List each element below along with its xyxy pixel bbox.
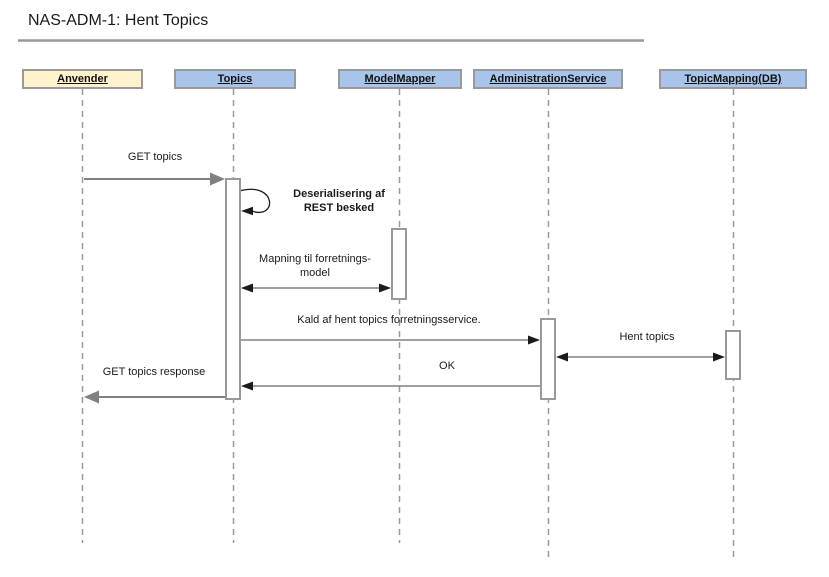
message-label-kald: Kald af hent topics forretningsservice. xyxy=(297,314,481,326)
page-title: NAS-ADM-1: Hent Topics xyxy=(28,12,209,29)
lifeline-label: TopicMapping(DB) xyxy=(684,73,782,85)
arrowhead xyxy=(241,206,253,216)
message-label-mapning: Mapning til forretnings-model xyxy=(259,253,371,279)
arrowhead xyxy=(241,283,253,293)
message-arrow-self-deserialisering xyxy=(240,188,271,216)
lifeline-label: ModelMapper xyxy=(364,73,436,85)
message-arrow-ok xyxy=(241,381,540,391)
arrowhead xyxy=(84,390,99,404)
lifeline-header-anvender: Anvender xyxy=(22,69,143,89)
message-label-ok: OK xyxy=(439,360,455,372)
activation-administrationservice xyxy=(540,318,556,400)
message-arrow-kald xyxy=(241,335,540,345)
message-arrow-hent-topics xyxy=(556,352,725,362)
lifeline-label: Anvender xyxy=(57,73,108,85)
lifeline-header-administrationservice: AdministrationService xyxy=(473,69,623,89)
message-arrow-mapning xyxy=(241,283,391,293)
message-label-deserialisering: Deserialisering af REST besked xyxy=(293,188,385,214)
lifeline-header-modelmapper: ModelMapper xyxy=(338,69,462,89)
arrowhead xyxy=(210,172,225,186)
message-arrow-get-topics-response xyxy=(84,390,225,404)
activation-topicmapping xyxy=(725,330,741,380)
message-label-get-topics: GET topics xyxy=(127,151,183,163)
lifeline-label: AdministrationService xyxy=(489,73,607,85)
lifeline-header-topics: Topics xyxy=(174,69,296,89)
lifeline-label: Topics xyxy=(217,73,253,85)
arrowhead xyxy=(713,352,725,362)
lifeline-header-topicmapping: TopicMapping(DB) xyxy=(659,69,807,89)
message-label-get-topics-response: GET topics response xyxy=(102,366,206,378)
message-arrow-get-topics xyxy=(84,172,225,186)
arrowhead xyxy=(528,335,540,345)
activation-modelmapper xyxy=(391,228,407,300)
arrowhead xyxy=(241,381,253,391)
activation-topics xyxy=(225,178,241,400)
message-label-hent-topics: Hent topics xyxy=(619,331,675,343)
arrowhead xyxy=(556,352,568,362)
arrowhead xyxy=(379,283,391,293)
